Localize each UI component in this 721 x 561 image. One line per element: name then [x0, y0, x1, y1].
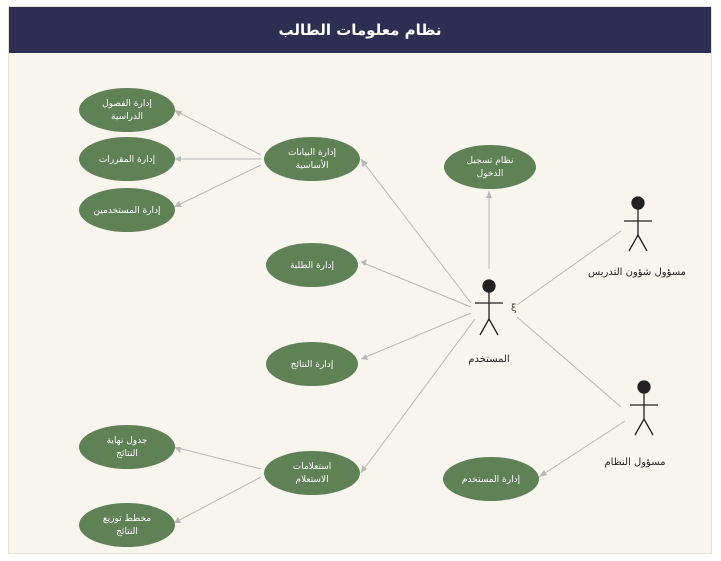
- use-case-ellipse: [264, 137, 360, 181]
- actor-teaching-officer: [624, 196, 652, 252]
- arrowhead-table: [174, 447, 181, 453]
- use-case-manage-courses: إدارة المقررات: [79, 137, 175, 181]
- arrowhead-users: [174, 201, 182, 207]
- use-case-manage-users: إدارة المستخدمين: [79, 188, 175, 232]
- connector-basic-semesters: [173, 109, 262, 156]
- arrowhead-students: [361, 259, 367, 266]
- use-case-diagram: إدارة الفصول الدراسية إدارة المقررات إدار…: [79, 88, 686, 547]
- actor-label-teaching-officer: مسؤول شؤون التدريس: [588, 267, 686, 278]
- use-case-label: إدارة المقررات: [99, 155, 155, 165]
- use-case-ellipse: [79, 425, 175, 469]
- use-case-label: نظام تسجيل: [467, 156, 514, 166]
- actor-label-system-admin: مسؤول النظام: [604, 457, 665, 468]
- use-case-manage-results: إدارة النتائج: [266, 342, 358, 386]
- use-case-label: إدارة الطلبة: [290, 261, 334, 271]
- arrowhead-courses: [174, 156, 181, 162]
- use-case-label: الاستعلام: [295, 475, 328, 485]
- arrowhead-chart: [174, 517, 181, 523]
- actor-leg-right: [488, 318, 499, 336]
- use-case-manage-semesters: إدارة الفصول الدراسية: [79, 88, 175, 132]
- arrowhead-accounts: [539, 470, 547, 477]
- connector-user-results: [360, 312, 472, 360]
- actor-leg-right: [643, 418, 654, 436]
- use-case-ellipse: [79, 88, 175, 132]
- actor-user: [475, 279, 503, 336]
- svg-text:إدارة النتائج: إدارة النتائج: [291, 360, 334, 370]
- use-case-ellipse: [266, 243, 358, 287]
- use-case-ellipse: [444, 145, 536, 189]
- arrowheads: [174, 110, 547, 523]
- use-case-label: مخطط توزيع: [103, 514, 151, 524]
- use-case-ellipse: [79, 503, 175, 547]
- use-case-label: النتائج: [116, 449, 138, 459]
- use-case-label: إدارة المستخدمين: [93, 206, 160, 216]
- actor-leg-right: [637, 234, 648, 252]
- actor-leg-left: [634, 418, 645, 436]
- use-case-ellipse: [264, 451, 360, 495]
- connector-queries-chart: [173, 476, 262, 524]
- use-case-ellipse: [79, 137, 175, 181]
- use-case-manage-students: إدارة الطلبة: [266, 243, 358, 287]
- connector-basic-users: [173, 164, 262, 208]
- use-case-queries: استعلامات الاستعلام: [264, 451, 360, 495]
- use-case-ellipse: [79, 188, 175, 232]
- svg-text:إدارة المستخدمين: إدارة المستخدمين: [93, 206, 160, 216]
- connectors: [173, 109, 626, 524]
- svg-text:إدارة المستخدم: إدارة المستخدم: [462, 475, 520, 485]
- actor-head: [637, 380, 651, 394]
- use-case-results-chart: مخطط توزيع النتائج: [79, 503, 175, 547]
- connector-user-students: [360, 261, 472, 308]
- connector-queries-table: [173, 446, 262, 470]
- actor-leg-left: [479, 318, 490, 336]
- svg-text:إدارة الطلبة: إدارة الطلبة: [290, 261, 334, 271]
- use-case-label: إدارة الفصول: [102, 99, 152, 109]
- use-case-label: الدخول: [477, 169, 504, 179]
- page-title: نظام معلومات الطالب: [9, 7, 711, 53]
- use-case-label: الدراسية: [111, 112, 143, 122]
- actor-leg-left: [628, 234, 639, 252]
- actor-head: [482, 279, 496, 293]
- use-case-manage-user-accounts: إدارة المستخدم: [443, 457, 539, 501]
- use-case-results-table: جدول نهاية النتائج: [79, 425, 175, 469]
- diagram-frame: نظام معلومات الطالب: [8, 6, 712, 554]
- connector-user-basic: [360, 158, 472, 304]
- use-case-login-system: نظام تسجيل الدخول: [444, 145, 536, 189]
- actor-system-admin: [630, 380, 658, 436]
- actor-label-user: المستخدم: [468, 354, 509, 365]
- actor-head: [631, 196, 645, 210]
- arrowhead-login: [486, 191, 492, 198]
- svg-text:إدارة المقررات: إدارة المقررات: [99, 155, 155, 165]
- arrowhead-queries: [361, 465, 367, 473]
- connector-admin-accounts: [538, 420, 626, 478]
- use-case-label: إدارة النتائج: [291, 360, 334, 370]
- use-case-ellipse: [266, 342, 358, 386]
- connector-user-queries: [360, 318, 476, 474]
- use-case-ellipse: [443, 457, 539, 501]
- arrowhead-results: [361, 354, 368, 360]
- connector-mark: ξ: [511, 303, 517, 314]
- use-case-label: الأساسية: [296, 159, 329, 171]
- use-case-label: إدارة المستخدم: [462, 475, 520, 485]
- connector-admin-user: [516, 316, 622, 408]
- use-case-label: النتائج: [116, 527, 138, 537]
- connector-teaching-user: [516, 230, 622, 306]
- use-case-label: جدول نهاية: [107, 436, 148, 446]
- arrowhead-semesters: [174, 110, 182, 117]
- arrowhead-basic: [361, 159, 368, 167]
- use-case-label: إدارة البيانات: [288, 148, 336, 158]
- use-case-label: استعلامات: [293, 462, 332, 472]
